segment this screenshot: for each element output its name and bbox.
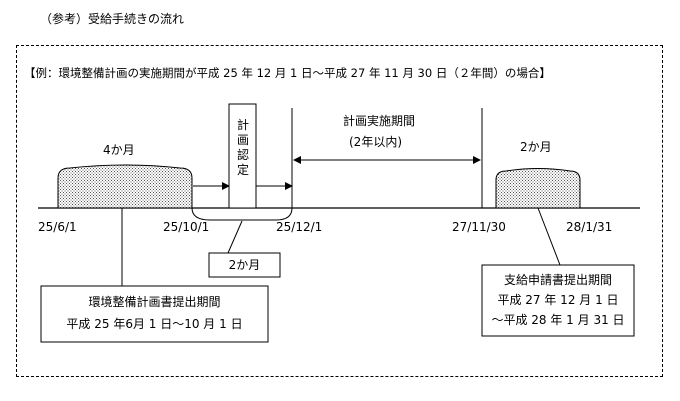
payment-application-line1: 平成 27 年 12 月 1 日: [497, 293, 619, 307]
plan-submission-title: 環境整備計画書提出期間: [88, 295, 221, 309]
date-label-d4: 27/11/30: [452, 220, 506, 234]
payment-application-connector: [537, 207, 561, 266]
certification-duration-label: 2か月: [228, 258, 261, 272]
left-duration-label: 4か月: [103, 143, 135, 157]
diagram-frame: [16, 45, 663, 377]
date-label-d5: 28/1/31: [566, 220, 613, 234]
brace-connector: [227, 220, 243, 254]
certification-duration-brace: [191, 207, 293, 221]
certification-box: [228, 103, 257, 209]
implementation-title: 計画実施期間: [343, 114, 416, 128]
date-label-d1: 25/6/1: [38, 220, 77, 234]
example-caption: 【例：環境整備計画の実施期間が平成 25 年 12 月 1 日～平成 27 年 …: [24, 66, 551, 80]
plan-submission-range: 平成 25 年6月 1 日～10 月 1 日: [66, 317, 243, 331]
date-label-d2: 25/10/1: [163, 220, 210, 234]
date-label-d3: 25/12/1: [276, 220, 323, 234]
payment-application-line2: ～平成 28 年 1 月 31 日: [491, 313, 625, 327]
payment-application-title: 支給申請書提出期間: [503, 273, 612, 287]
implementation-sub: (2年以内): [349, 135, 402, 149]
plan-submission-period-shape: [57, 164, 193, 209]
certification-label: 計画認定: [236, 118, 249, 177]
page-title: （参考）受給手続きの流れ: [40, 12, 185, 26]
right-duration-label: 2か月: [520, 140, 552, 154]
payment-application-box: [481, 264, 635, 337]
certification-duration-box: [208, 252, 281, 278]
payment-application-period-shape: [495, 168, 581, 209]
plan-submission-box: [40, 285, 269, 343]
